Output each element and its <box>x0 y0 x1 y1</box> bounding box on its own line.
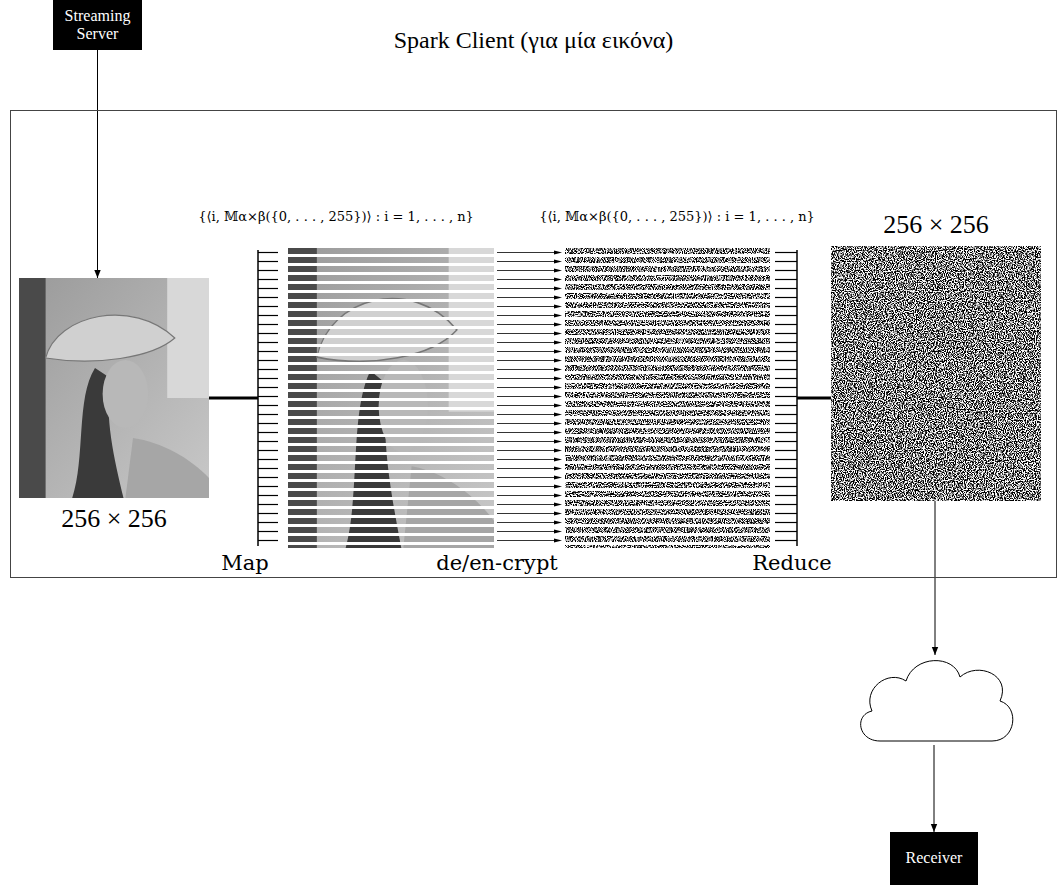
server-box: Streaming Server <box>53 0 142 50</box>
stripe-arrows <box>497 248 563 545</box>
image-size: 256 × 256 <box>19 504 209 534</box>
stage-label: Reduce <box>752 551 831 575</box>
cloud-art <box>850 655 1020 745</box>
receiver-name: Receiver <box>906 849 963 867</box>
network-cloud <box>850 655 1020 745</box>
striped-image <box>288 248 494 548</box>
flow-arrow <box>97 50 98 278</box>
map-bracket-ticks <box>258 248 278 545</box>
photo-image <box>19 278 209 498</box>
stage-label: de/en-crypt <box>436 551 558 575</box>
set-formula: {⟨i, 𝕄α×β({0, . . . , 255})⟩ : i = 1, . … <box>198 209 474 224</box>
stripe-gaps <box>288 248 494 548</box>
lena-art <box>19 278 209 498</box>
frame-title: Spark Client (για μία εικόνα) <box>11 27 1056 54</box>
stripe-gaps <box>565 248 770 548</box>
image-size: 256 × 256 <box>831 210 1041 240</box>
server-name: Streaming Server <box>58 7 137 44</box>
reduce-bracket-ticks <box>775 248 797 545</box>
cloud-outline <box>861 661 1013 741</box>
striped-noise <box>565 248 770 548</box>
spark-client-frame: Spark Client (για μία εικόνα)256 × 25625… <box>10 110 1057 578</box>
noise-image <box>831 246 1041 501</box>
noise-art <box>831 246 1041 501</box>
encrypted-image: 256 × 256 <box>831 246 1041 501</box>
stage-label: Map <box>221 551 268 575</box>
set-formula: {⟨i, 𝕄α×β({0, . . . , 255})⟩ : i = 1, . … <box>539 209 815 224</box>
receiver-box: Receiver <box>890 832 978 885</box>
join-line <box>209 397 258 400</box>
join-line <box>797 397 831 400</box>
reduce-bracket <box>796 250 798 546</box>
source-image: 256 × 256 <box>19 278 209 498</box>
flow-arrow <box>935 501 936 655</box>
flow-arrow <box>934 745 935 832</box>
